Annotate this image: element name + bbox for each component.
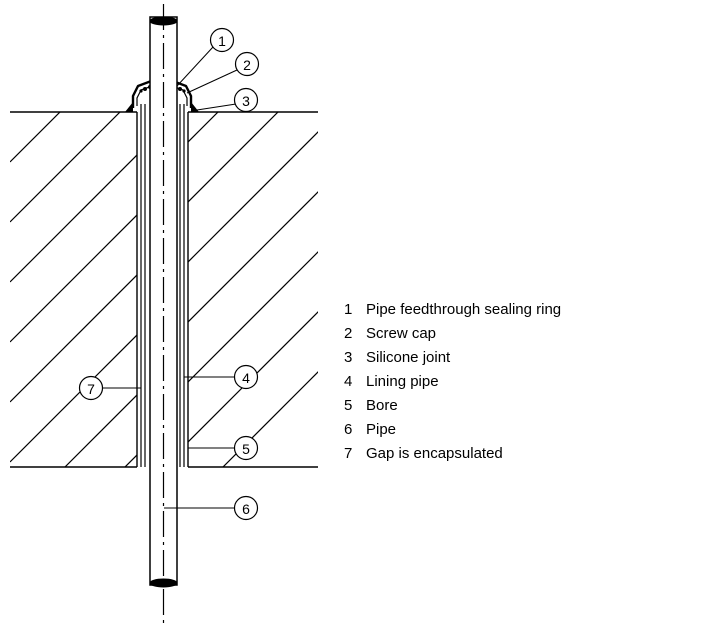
legend-item-number: 4 bbox=[344, 373, 353, 390]
callout-2-circle bbox=[234, 51, 260, 77]
callout-4-circle bbox=[233, 364, 259, 390]
callout-3-circle bbox=[233, 87, 259, 113]
legend-item-label: Pipe feedthrough sealing ring bbox=[366, 301, 562, 318]
callout-6-number: 6 bbox=[242, 501, 250, 517]
callout-7-circle bbox=[78, 375, 104, 401]
callout-5-number: 5 bbox=[242, 441, 250, 457]
legend-item-number: 6 bbox=[344, 421, 353, 438]
legend-item-number: 7 bbox=[344, 445, 353, 462]
wall-hatch-right bbox=[188, 112, 318, 467]
pipe bbox=[149, 4, 178, 626]
callout-5-circle bbox=[233, 435, 259, 461]
callouts bbox=[78, 27, 260, 521]
legend-item: 5 Bore bbox=[344, 395, 561, 419]
callout-7-number: 7 bbox=[87, 381, 95, 397]
callout-6-circle bbox=[233, 495, 259, 521]
legend-item-label: Bore bbox=[366, 397, 398, 414]
legend: 1 Pipe feedthrough sealing ring 2 Screw ca… bbox=[344, 299, 561, 467]
legend-item-label: Pipe bbox=[366, 421, 397, 438]
legend-item: 4 Lining pipe bbox=[344, 371, 561, 395]
legend-item: 6 Pipe bbox=[344, 419, 561, 443]
legend-item-number: 2 bbox=[344, 325, 353, 342]
legend-item: 7 Gap is encapsulated bbox=[344, 443, 561, 467]
callout-4-number: 4 bbox=[242, 370, 250, 386]
wall-hatch-left bbox=[10, 112, 137, 467]
legend-item-label: Lining pipe bbox=[366, 373, 439, 390]
legend-item-number: 3 bbox=[344, 349, 353, 366]
legend-item-label: Screw cap bbox=[366, 325, 437, 342]
bore bbox=[136, 112, 189, 467]
legend-item-number: 5 bbox=[344, 397, 353, 414]
legend-item-label: Silicone joint bbox=[366, 349, 451, 366]
callout-1-number: 1 bbox=[218, 33, 226, 49]
lining-pipe bbox=[140, 104, 185, 467]
legend-item: 3 Silicone joint bbox=[344, 347, 561, 371]
callout-2-number: 2 bbox=[243, 57, 251, 73]
legend-item: 2 Screw cap bbox=[344, 323, 561, 347]
legend-item-label: Gap is encapsulated bbox=[366, 445, 503, 462]
legend-item-number: 1 bbox=[344, 301, 353, 318]
wall-surfaces bbox=[10, 111, 318, 468]
leader-lines bbox=[103, 46, 238, 509]
callout-1-circle bbox=[209, 27, 235, 53]
callout-numbers: 1 2 3 4 5 6 7 bbox=[87, 33, 251, 517]
legend-item: 1 Pipe feedthrough sealing ring bbox=[344, 299, 561, 323]
callout-3-number: 3 bbox=[242, 93, 250, 109]
